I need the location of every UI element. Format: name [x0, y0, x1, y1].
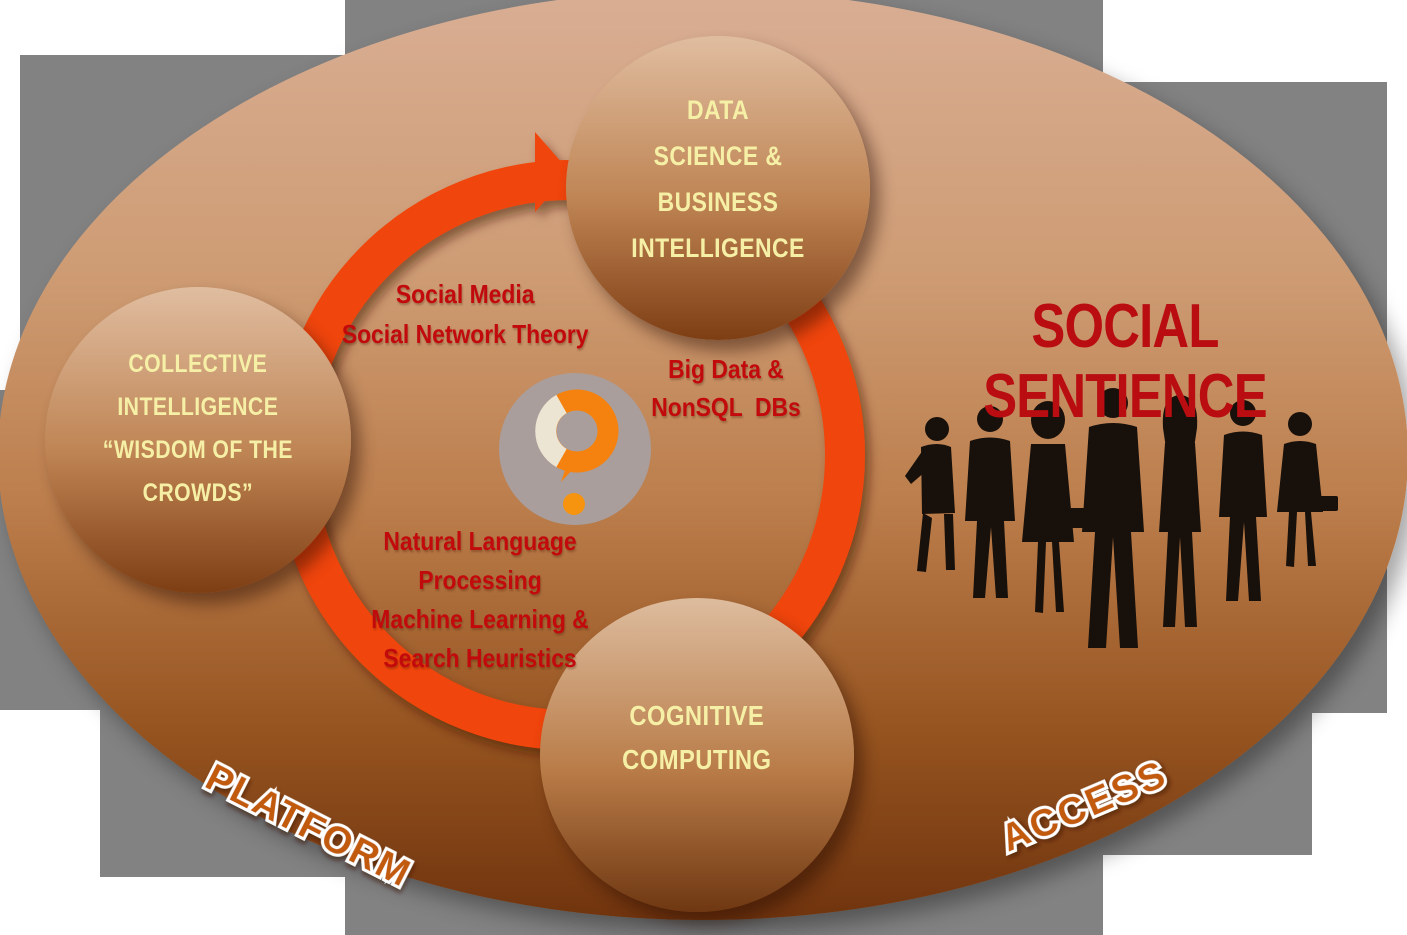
label-line: Big Data &	[667, 354, 784, 384]
node-datascience-label: DATA SCIENCE & BUSINESS INTELLIGENCE	[631, 87, 804, 271]
node-data-science-business-intelligence: DATA SCIENCE & BUSINESS INTELLIGENCE	[566, 36, 870, 340]
label-line: Social Network Theory	[341, 319, 589, 349]
label-line: Natural Language Processing	[383, 526, 577, 595]
node-line: COMPUTING	[622, 744, 772, 775]
page-title-text: SOCIAL SENTIENCE	[983, 292, 1267, 431]
node-line: DATA	[686, 95, 750, 125]
label-line: NonSQL DBs	[650, 392, 801, 422]
ribbon-access: ACCESS	[995, 753, 1174, 861]
node-line: SCIENCE &	[653, 141, 783, 171]
page-title: SOCIAL SENTIENCE	[875, 292, 1375, 432]
node-cognitive-label: COGNITIVE COMPUTING	[622, 694, 771, 782]
node-line: INTELLIGENCE	[631, 233, 805, 263]
node-line: COGNITIVE	[629, 700, 765, 731]
node-line: CROWDS”	[142, 479, 254, 507]
node-line: “WISDOM OF THE	[102, 436, 294, 464]
node-line: COLLECTIVE	[128, 350, 268, 378]
label-line: Social Media	[395, 279, 535, 309]
node-line: BUSINESS	[657, 187, 779, 217]
business-people-silhouette-icon	[905, 388, 1338, 648]
edge-label-social-media: Social Media Social Network Theory	[320, 274, 610, 354]
node-collective-intelligence: COLLECTIVE INTELLIGENCE “WISDOM OF THE C…	[45, 287, 351, 593]
node-collective-label: COLLECTIVE INTELLIGENCE “WISDOM OF THE C…	[103, 343, 293, 515]
edge-label-nlp-ml: Natural Language Processing Machine Lear…	[300, 522, 660, 678]
node-cognitive-computing: COGNITIVE COMPUTING	[540, 598, 854, 912]
edge-label-big-data: Big Data & NonSQL DBs	[628, 350, 823, 426]
node-line: INTELLIGENCE	[117, 393, 279, 421]
arrowhead-icon	[535, 132, 570, 212]
label-line: Machine Learning &	[371, 604, 589, 634]
question-mark-logo-icon	[499, 373, 651, 525]
ribbon-platform: PLATFORM	[199, 757, 418, 896]
label-line: Search Heuristics	[383, 643, 577, 673]
